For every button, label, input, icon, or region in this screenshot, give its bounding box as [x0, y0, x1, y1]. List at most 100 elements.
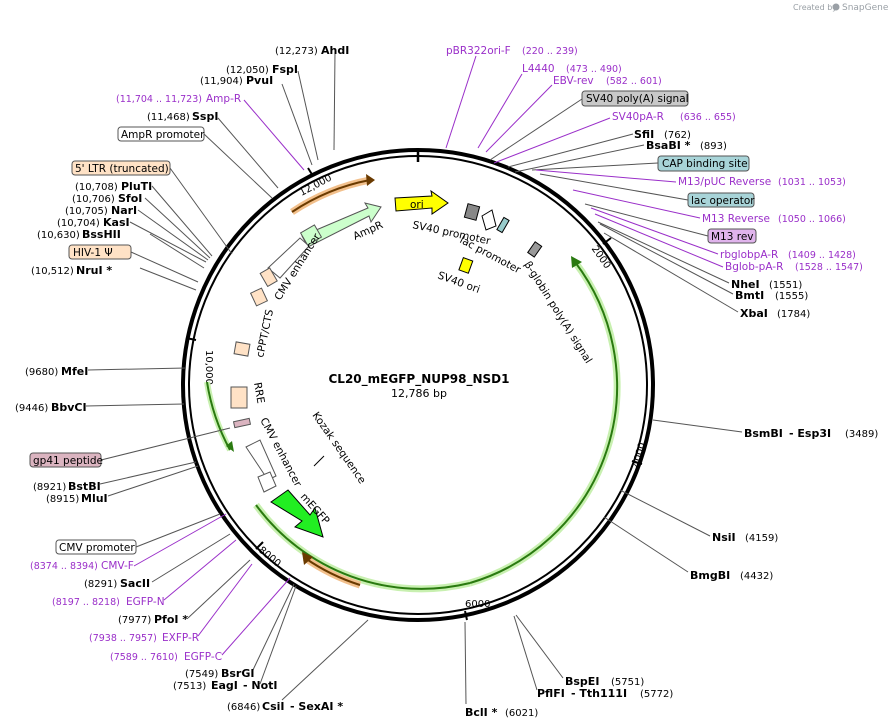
primer-rbglobpa-r: rbglobpA-R	[720, 249, 778, 261]
primer-cmv-f-range: (8374 .. 8394)	[30, 561, 98, 572]
kozak-label: Kozak sequence	[310, 410, 368, 486]
site-fspi: FspI	[272, 63, 298, 76]
m13-rev-label: M13 rev	[711, 231, 754, 243]
cap-lac-features	[496, 216, 510, 234]
primer-cmv-f: CMV-F	[101, 560, 134, 572]
cap-binding-box	[657, 155, 750, 172]
orf-arc-right-line	[469, 261, 618, 584]
site-bsmbi: BsmBI	[744, 427, 783, 440]
ampr-promoter-box	[117, 126, 205, 142]
site-bsshii: BssHII	[82, 228, 121, 241]
beta-globin-feature	[527, 241, 543, 258]
kozak-marker	[313, 455, 325, 467]
site-eagi: EagI	[211, 679, 238, 692]
orf-arc-right-head	[571, 256, 582, 268]
site-pluti: PluTI	[121, 180, 152, 193]
site-kasi-pos: (10,704)	[57, 218, 100, 229]
primer-pbr322ori-f: pBR322ori-F	[446, 45, 511, 57]
site-bmti-pos: (1555)	[775, 291, 808, 302]
rre-small-feature	[233, 341, 251, 357]
site-mfei: MfeI	[61, 365, 88, 378]
site-bsmbi-pos: (3489)	[845, 429, 878, 440]
cmv-enhancer-bottom-feature	[245, 439, 277, 481]
ori-label: ori	[410, 199, 424, 211]
primer-m13-reverse: M13 Reverse	[702, 213, 770, 225]
rre-feature	[230, 386, 248, 409]
site-nhei: NheI	[731, 278, 760, 291]
rre-label: RRE	[251, 381, 267, 404]
site-nrui-pos: (10,512)	[31, 266, 74, 277]
site-bmgbi: BmgBI	[690, 569, 730, 582]
primer-egfp-n-range: (8197 .. 8218)	[52, 597, 120, 608]
site-nsii-pos: (4159)	[745, 533, 778, 544]
site-eagi-pos: (7513)	[173, 681, 206, 692]
ori-feature	[394, 189, 449, 215]
sv40-promoter-feature	[463, 203, 481, 221]
site-bcli-pos: (6021)	[505, 708, 538, 719]
site-pvui: PvuI	[246, 74, 273, 87]
orf-arc-orange-top	[291, 179, 371, 213]
cap-binding-label: CAP binding site	[662, 158, 748, 170]
cmv-promoter-label: CMV promoter	[59, 542, 135, 554]
orf-arc-right	[469, 259, 621, 587]
primer-egfp-c-range: (7589 .. 7610)	[110, 652, 178, 663]
primer-m13-puc-reverse: M13/pUC Reverse	[678, 176, 771, 188]
primer-bglob-pa-r-range: (1528 .. 1547)	[795, 262, 863, 273]
megfp-feature	[270, 489, 324, 538]
cmv-promoter-feature	[257, 471, 277, 493]
ampr-promoter-label: AmpR promoter	[121, 129, 205, 141]
primer-egfp-n: EGFP-N	[126, 596, 165, 608]
site-bspei: BspEI	[565, 675, 599, 688]
site-bsshii-pos: (10,630)	[37, 230, 80, 241]
plasmid-name: CL20_mEGFP_NUP98_NSD1	[329, 372, 510, 387]
site-pfoi: PfoI *	[154, 613, 188, 626]
site-pvui-pos: (11,904)	[200, 76, 243, 87]
gp41-box	[29, 452, 102, 468]
lac-promoter-feature	[481, 209, 497, 231]
primer-l4440: L4440	[522, 63, 555, 75]
site-bbvci-pos: (9446)	[15, 403, 48, 414]
site-csii-pos: (6846)	[227, 702, 260, 713]
site-ahdi-pos: (12,273)	[275, 46, 318, 57]
site-bstbi: BstBI	[68, 480, 101, 493]
tick-10000: 10,000	[203, 350, 214, 385]
site-bcli: BclI *	[465, 706, 498, 719]
cppt-feature-1	[249, 287, 269, 307]
gp41-feature	[232, 417, 252, 429]
tick-6000: 6000	[465, 599, 490, 610]
site-tth111i: - Tth111I	[571, 687, 627, 700]
site-mlui: MluI	[81, 492, 108, 505]
created-by-text: Created by	[793, 3, 837, 12]
sv40-ori-feature	[458, 257, 474, 274]
primer-bglob-pa-r: Bglob-pA-R	[725, 261, 783, 273]
site-bsrgi-pos: (7549)	[185, 669, 218, 680]
snapgene-brand: SnapGene	[842, 3, 889, 13]
site-sacii: SacII	[120, 577, 150, 590]
hiv-psi-label: HIV-1 Ψ	[73, 247, 113, 259]
site-sfoi: SfoI	[118, 192, 142, 205]
site-pluti-pos: (10,708)	[75, 182, 118, 193]
cppt-feature-2	[259, 267, 278, 288]
orf-arc-bottom	[255, 504, 471, 590]
sv40-ori-label: SV40 ori	[436, 270, 482, 296]
primer-amp-r: Amp-R	[206, 93, 241, 105]
site-esp3i: - Esp3I	[789, 427, 831, 440]
sv40-polya-box	[581, 90, 689, 107]
snapgene-logo	[832, 3, 840, 11]
site-sspi-pos: (11,468)	[147, 112, 190, 123]
site-sfii-pos: (762)	[664, 130, 691, 141]
site-pflfi: PflFI	[537, 687, 565, 700]
site-bsrgi: BsrGI	[221, 667, 254, 680]
primer-l4440-range: (473 .. 490)	[566, 64, 622, 75]
site-bbvci: BbvCI	[51, 401, 87, 414]
site-sfoi-pos: (10,706)	[72, 194, 115, 205]
site-kasi: KasI	[103, 216, 130, 229]
site-mlui-pos: (8915)	[46, 494, 79, 505]
site-sspi: SspI	[192, 110, 218, 123]
site-bmti: BmtI	[735, 289, 764, 302]
site-mfei-pos: (9680)	[25, 367, 58, 378]
primer-exfp-r: EXFP-R	[162, 632, 199, 644]
site-nari-pos: (10,705)	[65, 206, 108, 217]
site-bspei-pos: (5751)	[611, 677, 644, 688]
